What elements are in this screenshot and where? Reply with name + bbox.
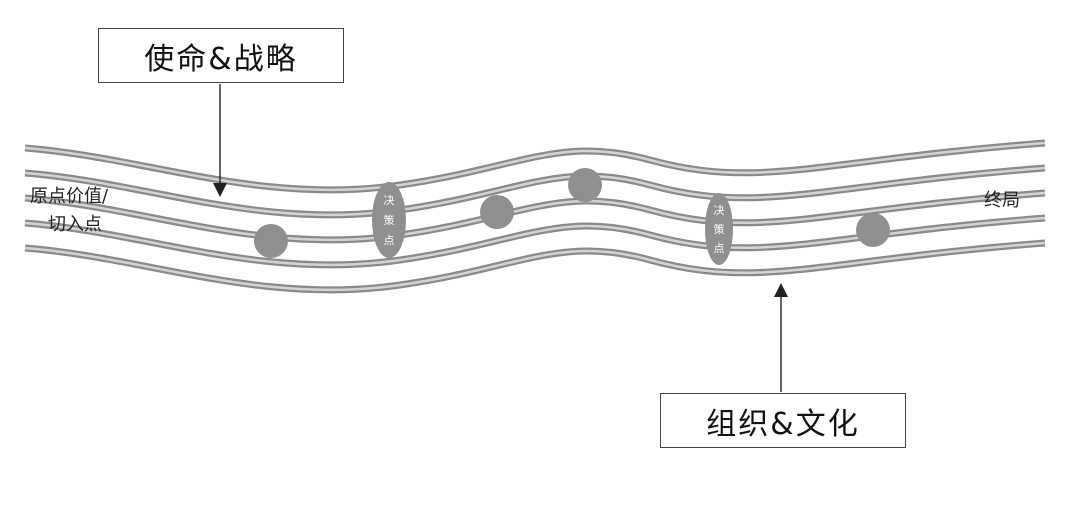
- stream-line-highlight: [24, 191, 1046, 242]
- stream-node: [856, 213, 890, 247]
- decision-point: 决 策 点: [372, 182, 406, 258]
- stream-node: [568, 168, 602, 202]
- end-label: 终局: [984, 190, 1020, 211]
- stream-node: [254, 224, 288, 258]
- decision-point: 决 策 点: [705, 193, 733, 265]
- stream-line-highlight: [24, 241, 1046, 292]
- stream-line-highlight: [24, 141, 1046, 192]
- stream-nodes: 决 策 点 决 策 点: [254, 168, 890, 265]
- start-label-line2: 切入点: [48, 214, 102, 235]
- stream-lines: [24, 139, 1046, 294]
- decision-point-char: 策: [384, 213, 395, 227]
- decision-point-char: 点: [714, 242, 725, 255]
- stream-line-highlight: [24, 166, 1046, 217]
- decision-point-char: 决: [384, 194, 395, 207]
- culture-box: 组织&文化: [660, 393, 906, 448]
- strategy-box: 使命&战略: [98, 28, 344, 83]
- start-label-line1: 原点价值/: [30, 186, 109, 207]
- stream-line-highlight: [24, 216, 1046, 267]
- decision-point-char: 策: [714, 222, 725, 236]
- decision-point-char: 点: [384, 234, 395, 247]
- stream-node: [480, 195, 514, 229]
- decision-point-char: 决: [714, 204, 725, 217]
